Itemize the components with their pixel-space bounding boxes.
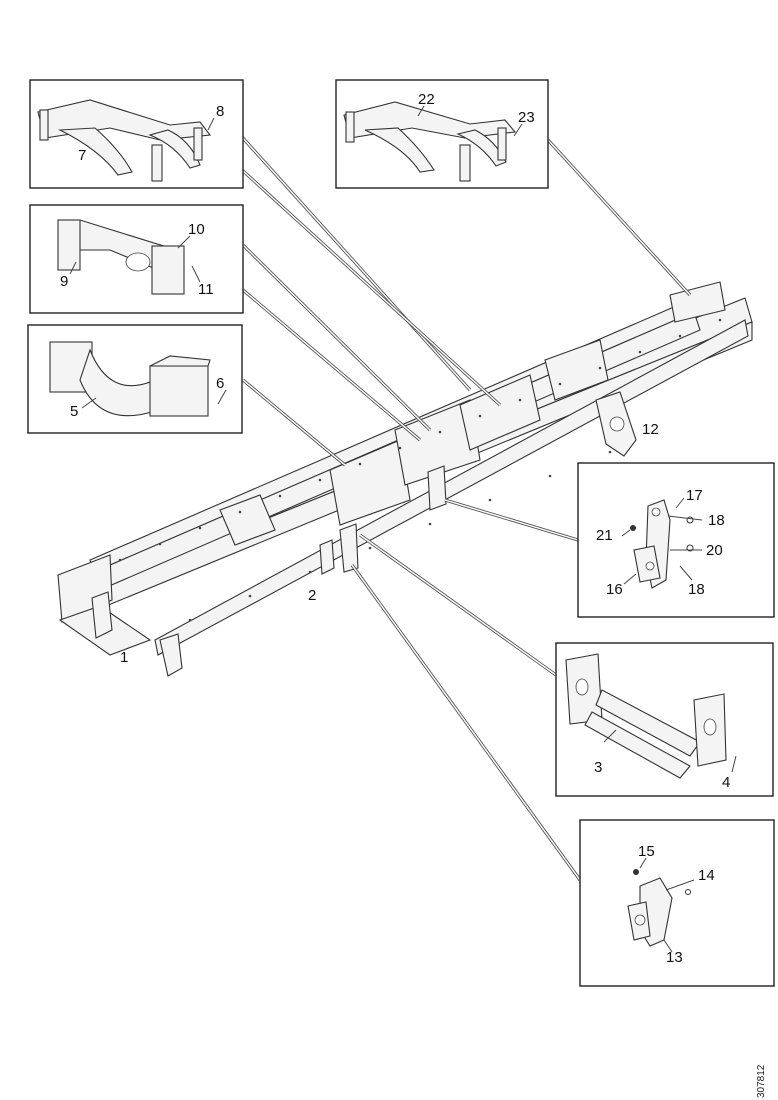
callout-5: 5 [70,403,78,420]
callout-17: 17 [686,487,703,504]
callout-18-lower: 18 [688,581,705,598]
callout-14: 14 [698,867,715,884]
inset-crossmember-7-8 [29,79,244,189]
inset-crossmember-9-10-11 [29,204,244,314]
inset-bracket-13-15 [579,819,775,987]
inset-crossmember-22-23 [335,79,549,189]
callout-3: 3 [594,759,602,776]
document-code: 307812 [754,1040,774,1100]
inset-crossmember-5-6 [27,324,243,434]
callout-12: 12 [642,421,659,438]
rail-rivets [118,318,722,622]
callout-15: 15 [638,843,655,860]
main-chassis-frame [57,281,753,677]
callout-4: 4 [722,774,730,791]
callout-11: 11 [198,281,214,298]
callout-22: 22 [418,91,435,108]
callout-numbers: 7 8 22 23 10 9 11 6 5 12 17 18 21 20 16 … [60,91,730,966]
callout-9: 9 [60,273,68,290]
document-code-text: 307812 [756,1064,767,1098]
inset-bracket-16-21 [577,462,775,618]
callout-13: 13 [666,949,683,966]
callout-6: 6 [216,375,224,392]
inset-crossmember-3-4 [555,642,774,797]
callout-8: 8 [216,103,224,120]
callout-23: 23 [518,109,535,126]
callout-10: 10 [188,221,205,238]
callout-18-upper: 18 [708,512,725,529]
callout-21: 21 [596,527,613,544]
callout-20: 20 [706,542,723,559]
callout-1: 1 [120,649,128,666]
callout-7: 7 [78,147,86,164]
callout-2: 2 [308,587,316,604]
callout-16: 16 [606,581,623,598]
callout-leaders [240,135,692,881]
